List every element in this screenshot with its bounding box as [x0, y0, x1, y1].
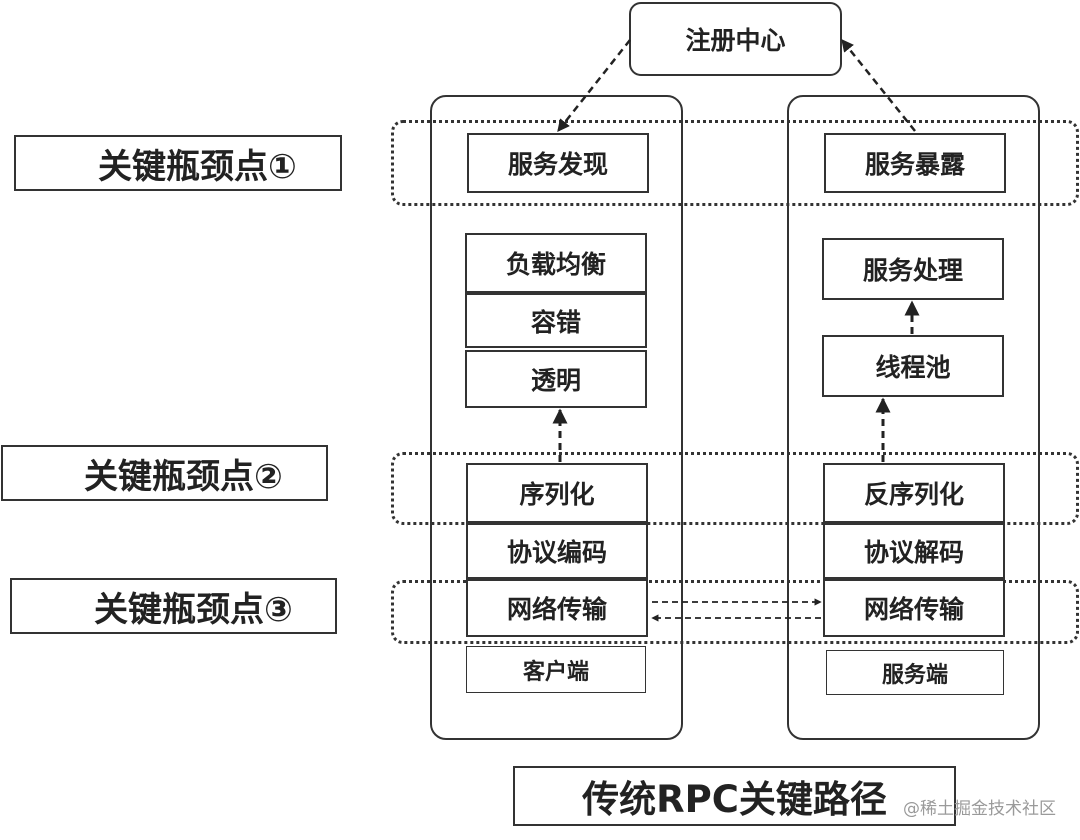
diagram-caption: 传统RPC关键路径	[513, 766, 956, 826]
registry-to-discovery-arrow	[557, 39, 631, 132]
deserialization-box: 反序列化	[823, 463, 1005, 523]
diagram-caption-text: 传统RPC关键路径	[582, 778, 887, 821]
fault-tolerance-label: 容错	[530, 307, 581, 337]
service-exposure-box: 服务暴露	[824, 133, 1006, 193]
server-label-box: 服务端	[826, 650, 1004, 695]
service-processing-label: 服务处理	[862, 256, 963, 285]
bottleneck-label-1-text: 关键瓶颈点①	[98, 146, 297, 187]
watermark: @稀土掘金技术社区	[903, 799, 1056, 819]
bottleneck-label-2-text: 关键瓶颈点②	[84, 456, 283, 497]
load-balancing-box: 负载均衡	[465, 233, 647, 293]
client-label: 客户端	[522, 659, 589, 685]
server-label: 服务端	[881, 662, 948, 688]
exposure-to-registry-arrow	[841, 39, 916, 132]
bottleneck-label-3: 关键瓶颈点③	[10, 578, 337, 634]
registry-center-label: 注册中心	[685, 26, 786, 55]
serialization-label: 序列化	[519, 480, 595, 509]
bottleneck-label-1: 关键瓶颈点①	[14, 135, 342, 191]
server-column	[787, 95, 1040, 740]
fault-tolerance-box: 容错	[465, 293, 647, 348]
protocol-encoding-box: 协议编码	[466, 523, 648, 579]
bottleneck-band-3	[391, 580, 1079, 644]
client-transport-label: 网络传输	[506, 595, 607, 624]
transparency-label: 透明	[530, 366, 581, 395]
serialization-box: 序列化	[466, 463, 648, 523]
registry-center: 注册中心	[629, 2, 842, 76]
bottleneck-label-3-text: 关键瓶颈点③	[94, 589, 293, 630]
client-column	[430, 95, 683, 740]
protocol-encoding-label: 协议编码	[506, 538, 607, 567]
server-transport-box: 网络传输	[823, 579, 1005, 637]
transparency-box: 透明	[465, 350, 647, 408]
service-exposure-label: 服务暴露	[864, 150, 965, 179]
client-transport-box: 网络传输	[466, 579, 648, 637]
bottleneck-band-2	[391, 452, 1079, 525]
thread-pool-box: 线程池	[822, 335, 1004, 397]
service-discovery-box: 服务发现	[467, 133, 649, 193]
thread-pool-label: 线程池	[875, 353, 951, 382]
service-discovery-label: 服务发现	[507, 150, 608, 179]
load-balancing-label: 负载均衡	[505, 250, 606, 279]
client-label-box: 客户端	[466, 646, 646, 693]
service-processing-box: 服务处理	[822, 238, 1004, 300]
deserialization-label: 反序列化	[863, 480, 964, 509]
protocol-decoding-label: 协议解码	[863, 538, 964, 567]
bottleneck-label-2: 关键瓶颈点②	[1, 445, 328, 501]
server-transport-label: 网络传输	[863, 595, 964, 624]
protocol-decoding-box: 协议解码	[823, 523, 1005, 579]
bottleneck-band-1	[391, 120, 1079, 206]
